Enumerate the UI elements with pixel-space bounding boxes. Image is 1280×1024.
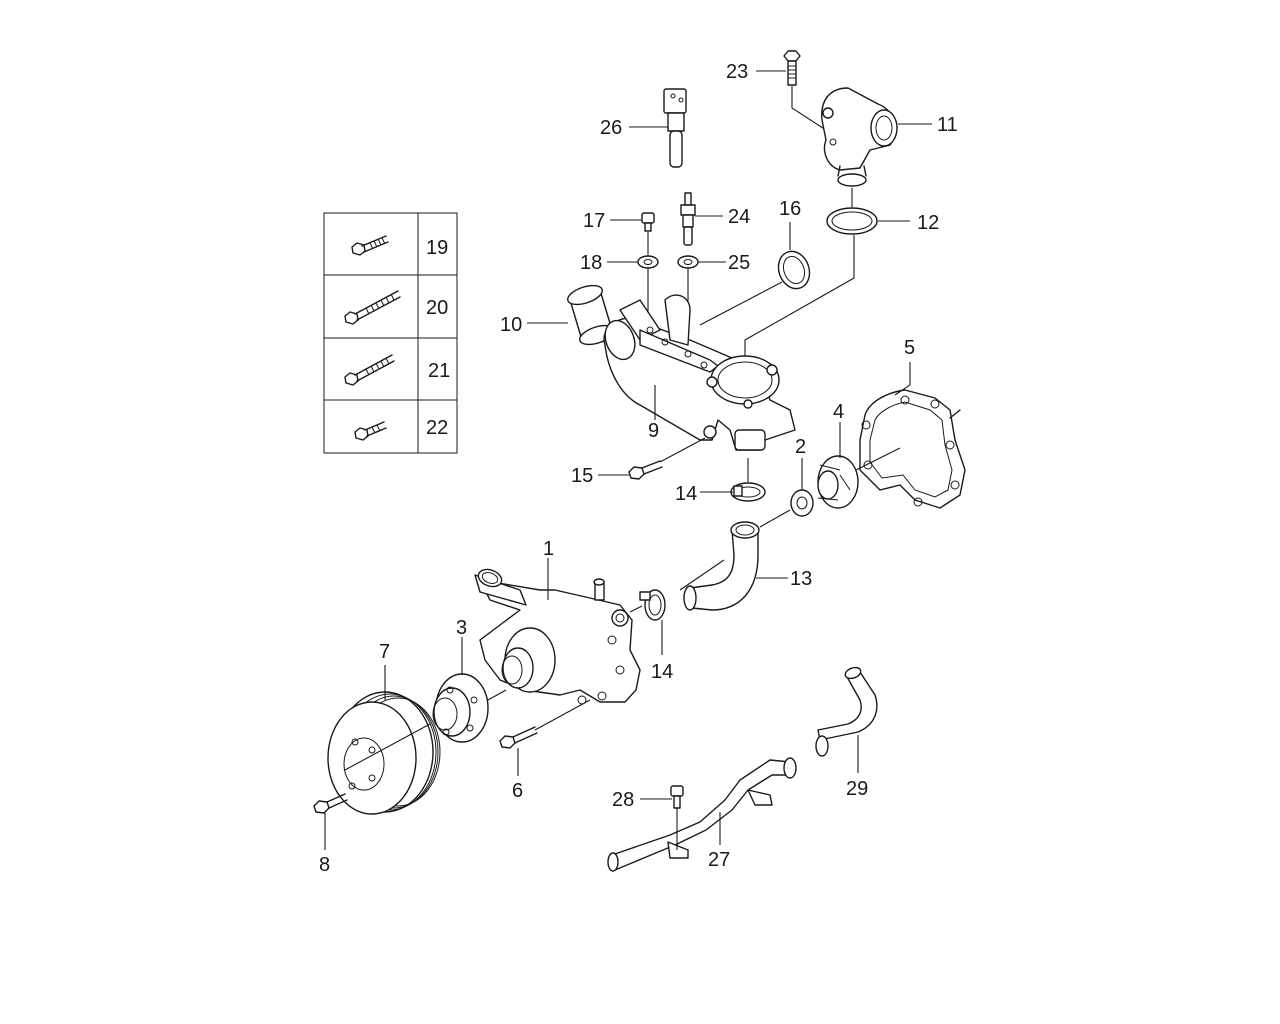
- temperature-sensor-26: [663, 88, 687, 168]
- callout-24: 24: [728, 206, 750, 228]
- short-flange-bolt-icon: [351, 235, 389, 256]
- elbow-hose-13: [683, 521, 760, 611]
- callout-15: 15: [571, 465, 593, 487]
- callout-28: 28: [612, 789, 634, 811]
- seal-2: [790, 489, 814, 517]
- bolt-legend-table: 19 20 21 22: [323, 212, 458, 454]
- bolt-8: [313, 793, 348, 814]
- callout-14-upper: 14: [675, 483, 697, 505]
- callout-25: 25: [728, 252, 750, 274]
- legend-label-21: 21: [428, 360, 450, 382]
- gasket-5: [859, 389, 966, 509]
- hose-clamp-14: [639, 589, 666, 621]
- hose-29: [815, 666, 878, 757]
- hose-clamp-14: [730, 482, 766, 502]
- callout-8: 8: [319, 854, 330, 876]
- drive-pulley-7: [327, 691, 441, 815]
- bolt-15: [628, 460, 663, 480]
- callout-6: 6: [512, 780, 523, 802]
- washer-25: [677, 255, 699, 269]
- callout-labels: 1 2 3 4 5 6 7 8 9 10 11 12 13 14 14 15 1…: [319, 61, 958, 876]
- bolt-6: [499, 726, 538, 749]
- long-flange-bolt-icon: [344, 354, 395, 386]
- callout-14-lower: 14: [651, 661, 673, 683]
- callout-17: 17: [583, 210, 605, 232]
- short-flange-bolt-icon: [354, 421, 387, 441]
- long-flange-bolt-icon: [344, 290, 401, 325]
- coolant-manifold-9: [603, 294, 796, 451]
- callout-16: 16: [779, 198, 801, 220]
- legend-label-20: 20: [426, 297, 448, 319]
- seal-ring-16: [777, 250, 811, 290]
- legend-label-22: 22: [426, 417, 448, 439]
- callout-5: 5: [904, 337, 915, 359]
- callout-13: 13: [790, 568, 812, 590]
- bolt-28: [670, 785, 684, 809]
- callout-29: 29: [846, 778, 868, 800]
- callout-3: 3: [456, 617, 467, 639]
- callout-2: 2: [795, 436, 806, 458]
- callout-23: 23: [726, 61, 748, 83]
- o-ring-12: [826, 207, 878, 235]
- water-pump-body-1: [474, 568, 641, 705]
- callout-11: 11: [937, 114, 958, 136]
- sensor-plug-24: [680, 192, 696, 246]
- washer-18: [637, 255, 659, 269]
- callout-4: 4: [833, 401, 844, 423]
- callout-12: 12: [917, 212, 939, 234]
- legend-label-19: 19: [426, 237, 448, 259]
- callout-27: 27: [708, 849, 730, 871]
- bolt-23: [783, 50, 801, 86]
- bolt-17: [641, 212, 655, 232]
- coolant-pipe-27: [607, 757, 797, 872]
- callout-18: 18: [580, 252, 602, 274]
- impeller-4: [817, 455, 859, 509]
- callout-26: 26: [600, 117, 622, 139]
- callout-1: 1: [543, 538, 554, 560]
- pulley-hub-3: [432, 673, 489, 743]
- callout-10: 10: [500, 314, 522, 336]
- callout-7: 7: [379, 641, 390, 663]
- callout-9: 9: [648, 420, 659, 442]
- thermostat-housing-11: [821, 87, 898, 187]
